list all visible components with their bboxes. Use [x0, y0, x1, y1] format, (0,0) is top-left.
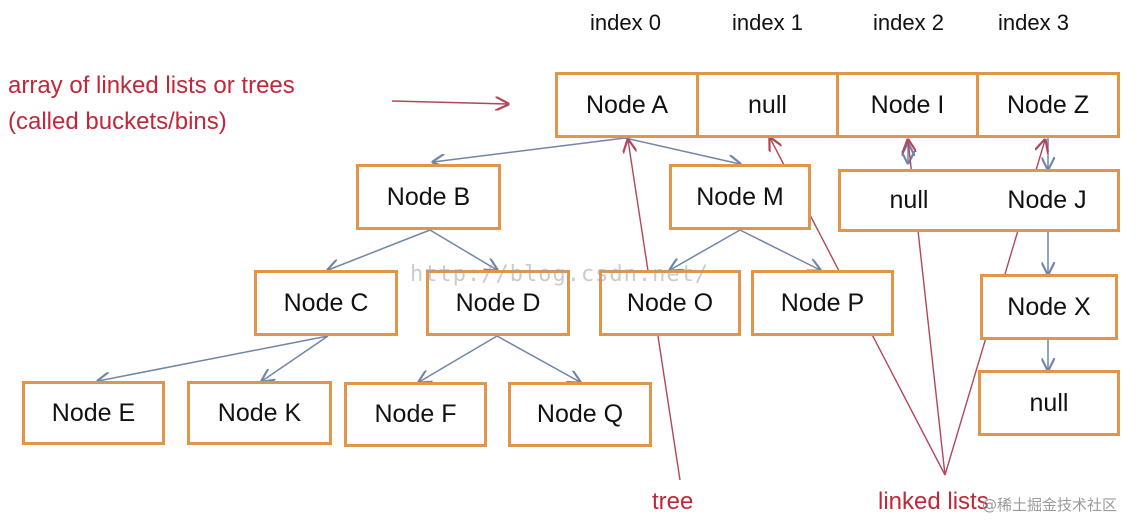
tree-node-b: Node B [356, 164, 501, 230]
description-line-1: array of linked lists or trees [8, 72, 295, 99]
tree-node-d: Node D [426, 270, 570, 336]
bucket-cell-1: null [748, 90, 787, 119]
description-line-2: (called buckets/bins) [8, 108, 227, 135]
bucket-cell-0: Node A [585, 90, 668, 119]
tree-node-o: Node O [599, 270, 741, 336]
tree-node-c: Node C [254, 270, 398, 336]
index-label-2: index 2 [873, 10, 944, 35]
index-label-1: index 1 [732, 10, 803, 35]
edge-b-c [328, 229, 431, 270]
index-label-0: index 0 [590, 10, 661, 35]
tree-node-f: Node F [344, 382, 487, 447]
bucket-divider [836, 72, 839, 138]
edge-c-k [262, 335, 329, 381]
tree-annotation: tree [652, 488, 694, 515]
list-node-null: null [978, 370, 1120, 436]
tree-node-q: Node Q [508, 382, 652, 447]
edge-a-b [433, 137, 626, 162]
edge-c-e [98, 335, 329, 381]
edge-m-o [670, 229, 741, 270]
list-node-x: Node X [980, 274, 1118, 340]
description-label: array of linked lists or trees (called b… [8, 68, 295, 140]
linked-lists-annotation: linked lists [878, 488, 989, 515]
bucket-divider [696, 72, 699, 138]
pointer-description [391, 101, 508, 104]
edge-d-q [496, 335, 580, 382]
edge-d-f [419, 335, 498, 382]
edge-a-m [624, 137, 740, 164]
credit-watermark: @稀土掘金技术社区 [982, 496, 1118, 514]
list-node-j: Node J [977, 169, 1120, 232]
bucket-cell-2: Node I [870, 90, 945, 119]
edge-b-d [429, 229, 497, 270]
watermark-text: http://blog.csdn.net/ [410, 262, 710, 287]
tree-node-p: Node P [751, 270, 894, 336]
edge-m-p [739, 229, 820, 270]
bucket-divider [976, 72, 979, 138]
index-label-3: index 3 [998, 10, 1069, 35]
tree-node-e: Node E [22, 381, 165, 445]
list-node-i-next: null [838, 169, 980, 232]
tree-node-k: Node K [187, 381, 332, 445]
bucket-cell-3: Node Z [1007, 90, 1089, 119]
tree-node-m: Node M [669, 164, 811, 230]
